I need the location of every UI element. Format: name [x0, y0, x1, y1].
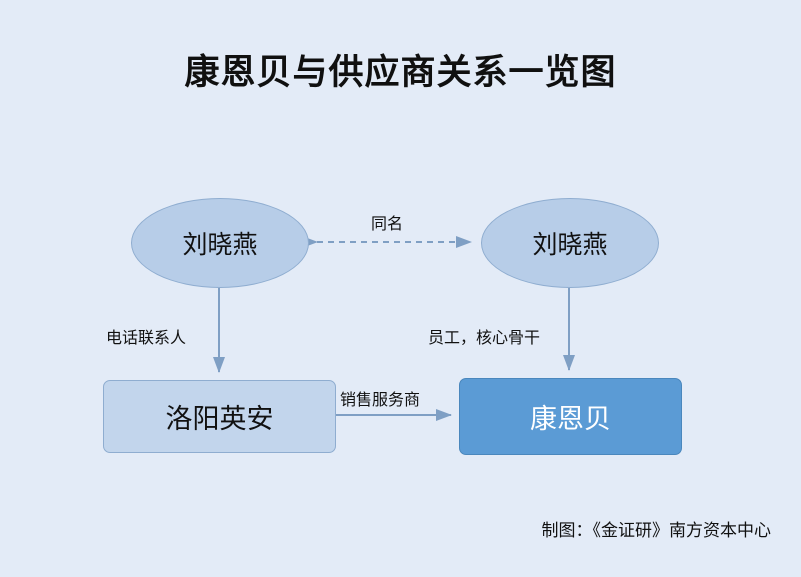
node-label: 刘晓燕	[182, 231, 258, 259]
node-label: 康恩贝	[530, 404, 611, 434]
edge-label-sales-service: 销售服务商	[340, 392, 421, 409]
node-label: 刘晓燕	[532, 231, 608, 259]
node-liu-xiaoyan-right[interactable]: 刘晓燕	[481, 198, 659, 288]
node-luoyang-yingan[interactable]: 洛阳英安	[103, 380, 336, 453]
credit-text: 制图：《金证研》南方资本中心	[541, 521, 772, 540]
edge-label-phone-contact: 电话联系人	[106, 330, 187, 347]
node-liu-xiaoyan-left[interactable]: 刘晓燕	[131, 198, 309, 288]
edge-label-tongming: 同名	[371, 216, 404, 233]
node-kangenbei[interactable]: 康恩贝	[459, 378, 682, 455]
node-label: 洛阳英安	[165, 404, 274, 434]
page-title: 康恩贝与供应商关系一览图	[184, 53, 617, 92]
edge-label-employee: 员工，核心骨干	[428, 330, 541, 347]
